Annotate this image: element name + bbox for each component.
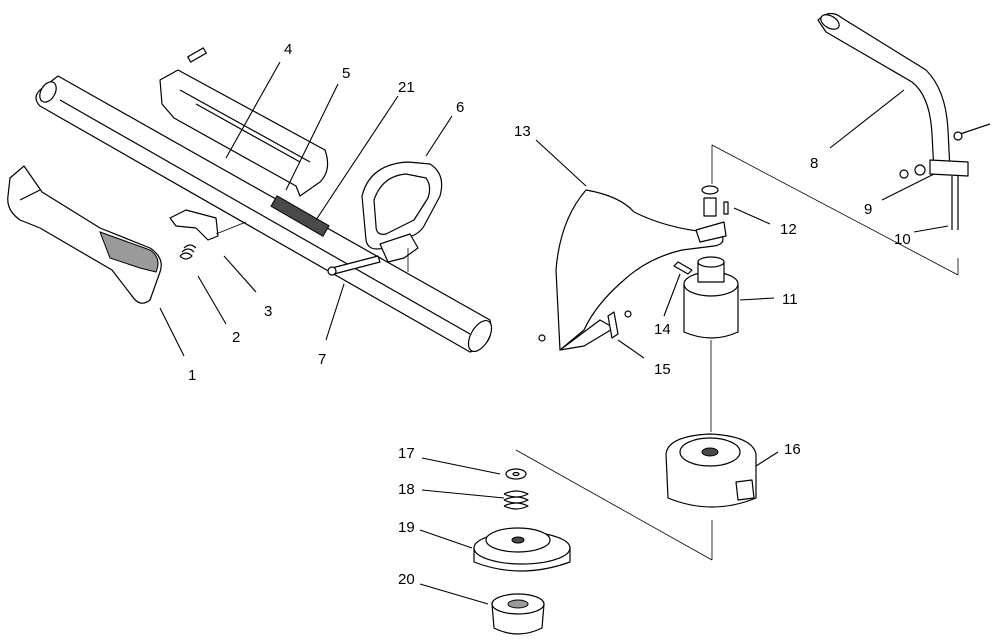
callout-8: 8 (810, 155, 818, 172)
callout-1: 1 (188, 367, 196, 384)
callout-21: 21 (398, 79, 415, 96)
debris-guard-part (538, 189, 724, 351)
callout-16: 16 (784, 441, 801, 458)
spool-spring-part (503, 490, 529, 510)
callout-7: 7 (318, 351, 326, 368)
callout-17: 17 (398, 445, 415, 462)
nut-washer-part (899, 164, 926, 179)
loop-handle-part (361, 161, 443, 263)
callout-15: 15 (654, 361, 671, 378)
leader-lines (159, 61, 949, 605)
callout-11: 11 (782, 291, 798, 308)
shaft-tube (35, 75, 493, 353)
washer-part (505, 468, 527, 480)
bump-knob-part (491, 593, 545, 635)
callout-20: 20 (398, 571, 415, 588)
trigger-spring-part (179, 244, 197, 260)
curved-shaft-part (817, 12, 991, 230)
gearhead-part (683, 256, 739, 339)
assembly-lines (215, 144, 959, 561)
callout-3: 3 (264, 303, 272, 320)
spool-part (473, 527, 571, 572)
callout-10: 10 (894, 231, 911, 248)
spool-housing-part (665, 433, 757, 508)
guard-bracket-part (695, 185, 729, 243)
bolt-part (327, 255, 381, 276)
trigger-part (169, 209, 219, 241)
callout-18: 18 (398, 481, 415, 498)
callout-6: 6 (456, 99, 464, 116)
guard-clip-part (607, 310, 632, 339)
callout-9: 9 (864, 201, 872, 218)
callout-2: 2 (232, 329, 240, 346)
handle-grip-part (7, 165, 162, 304)
guard-screw-part (673, 261, 693, 275)
callout-12: 12 (780, 221, 797, 238)
callout-5: 5 (342, 65, 350, 82)
callout-19: 19 (398, 519, 415, 536)
callout-14: 14 (654, 321, 671, 338)
handle-housing-part (159, 47, 329, 197)
callout-13: 13 (514, 123, 531, 140)
callout-labels: 1 2 3 4 5 6 7 8 9 10 11 12 13 14 15 16 1… (188, 41, 911, 588)
callout-4: 4 (284, 41, 292, 58)
